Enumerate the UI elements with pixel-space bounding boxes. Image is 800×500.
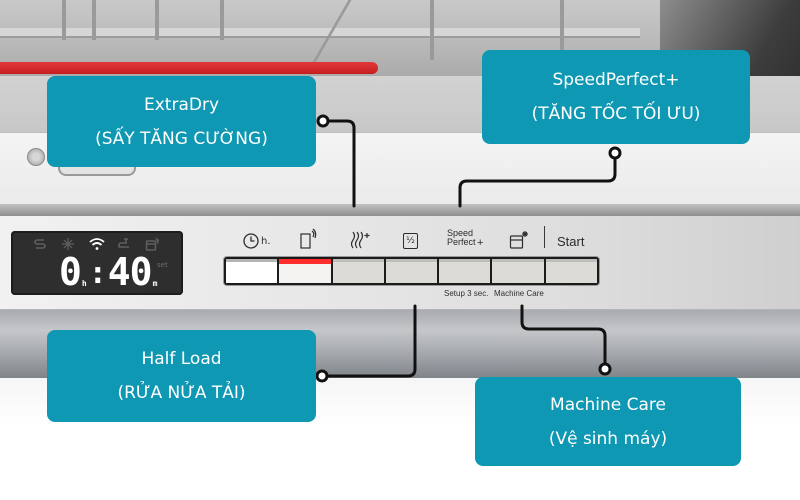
speedperfect-label-line1: Speed: [447, 228, 474, 238]
time-minutes-ones: 0: [129, 250, 153, 294]
door-screw: [27, 148, 45, 166]
control-icon-row: h. ½ Speed Perfect + Start: [0, 228, 800, 254]
callout-extradry-title: ExtraDry: [143, 94, 219, 115]
callout-speedperfect-subtitle: (TĂNG TỐC TỐI ƯU): [531, 104, 701, 124]
start-divider: [544, 226, 545, 248]
rack-tine: [92, 0, 96, 40]
lcd-display: 0 h : 4 0 m set: [11, 231, 183, 295]
half-load-indicator: ½: [403, 230, 418, 252]
callout-machine-care-subtitle: (Vệ sinh máy): [548, 428, 668, 449]
start-label: Start: [557, 233, 585, 249]
rinse-aid-icon: [33, 237, 47, 251]
extradry-steam-icon: [350, 231, 370, 249]
half-load-icon: ½: [403, 233, 418, 249]
time-colon: :: [88, 256, 107, 291]
set-label: set: [157, 261, 168, 269]
rack-tine: [220, 0, 224, 40]
remote-start-button[interactable]: [279, 259, 331, 283]
speedperfect-label-line2: Perfect: [447, 237, 476, 247]
machine-care-icon: [509, 231, 528, 249]
extradry-indicator: [350, 229, 372, 251]
rack-rail: [0, 28, 640, 38]
rack-tine: [155, 0, 159, 40]
callout-half-load: Half Load (RỬA NỬA TẢI): [47, 330, 316, 422]
door-lip: [0, 204, 800, 216]
callout-speedperfect-title: SpeedPerfect+: [552, 70, 680, 90]
rack-tine: [430, 0, 434, 60]
half-load-button[interactable]: [385, 259, 438, 283]
remaining-time-readout: 0 h : 4 0 m: [59, 251, 158, 291]
callout-speedperfect: SpeedPerfect+ (TĂNG TỐC TỐI ƯU): [482, 50, 750, 144]
machine-care-indicator: [509, 229, 529, 251]
timer-indicator: h.: [243, 230, 271, 252]
remote-start-indicator: [300, 228, 318, 250]
time-hours: 0: [59, 250, 82, 294]
speedperfect-indicator: Speed Perfect: [447, 229, 476, 251]
machine-care-button[interactable]: [492, 259, 544, 283]
sun-icon: [61, 237, 75, 251]
tap-icon: [117, 237, 131, 251]
speedperfect-plus: +: [477, 236, 484, 249]
callout-machine-care-title: Machine Care: [550, 394, 666, 415]
callout-half-load-title: Half Load: [141, 349, 222, 369]
time-hours-unit: h: [81, 279, 87, 288]
callout-machine-care: Machine Care (Vệ sinh máy): [475, 377, 741, 466]
rack-tine: [560, 0, 564, 60]
callout-half-load-subtitle: (RỬA NỬA TẢI): [117, 383, 246, 403]
speedperfect-button[interactable]: [439, 259, 491, 283]
touch-button-strip: [224, 257, 599, 285]
time-minutes-unit: m: [152, 279, 158, 288]
extradry-button[interactable]: [332, 259, 384, 283]
timer-hours-label: h.: [261, 235, 271, 247]
door-seal: [0, 62, 378, 74]
rack-tine: [62, 0, 66, 40]
time-minutes-tens: 4: [107, 250, 131, 294]
remote-phone-icon: [300, 228, 317, 249]
wifi-icon: [89, 237, 105, 251]
callout-extradry: ExtraDry (SẤY TĂNG CƯỜNG): [47, 76, 316, 167]
callout-extradry-subtitle: (SẤY TĂNG CƯỜNG): [95, 128, 268, 149]
timer-button[interactable]: [226, 259, 278, 283]
setup-caption: Setup 3 sec.: [444, 289, 489, 298]
start-button[interactable]: [545, 259, 597, 283]
clock-icon: [243, 233, 259, 249]
machine-care-caption: Machine Care: [494, 289, 544, 298]
